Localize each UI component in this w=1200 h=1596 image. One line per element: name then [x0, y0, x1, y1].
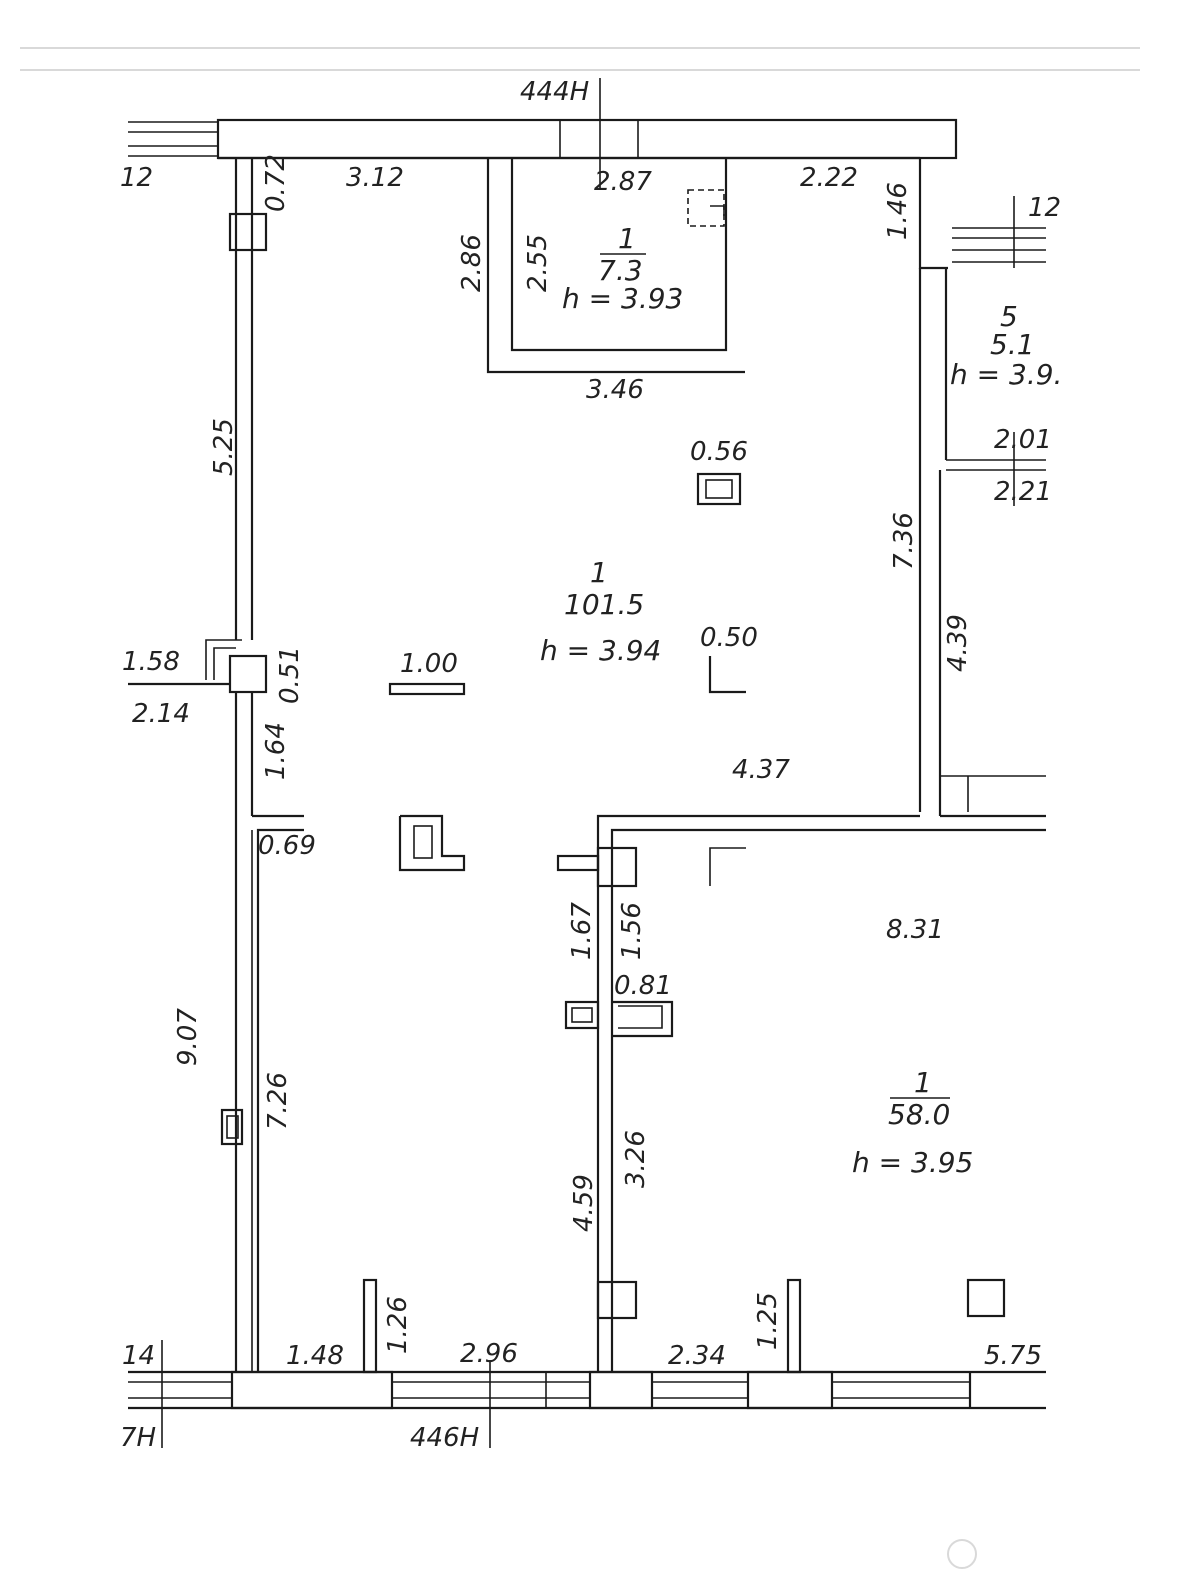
room-area: 101.5 [564, 588, 644, 621]
dim-right-corridor: 4.39 [943, 614, 973, 672]
room-number: 1 [590, 556, 608, 589]
bottom-exterior-wall [128, 1278, 1046, 1448]
dim-bottom-stub-2: 1.25 [753, 1292, 783, 1350]
dim-col-top: 0.56 [690, 437, 748, 467]
top-exterior-wall [128, 78, 958, 190]
dim-bottom-seg-1: 1.48 [286, 1341, 344, 1371]
dim-partition-len: 1.00 [400, 649, 458, 679]
dim-left-pier: 0.51 [275, 646, 305, 704]
dim-room-top-width: 2.87 [594, 167, 652, 197]
right-room-column [966, 1278, 1006, 1318]
dim-bottom-seg-4: 5.75 [984, 1341, 1042, 1371]
dim-room-bottom-width: 3.46 [586, 375, 644, 405]
dim-bottom-seg-3: 2.34 [668, 1341, 726, 1371]
axis-label-top: 444Н [520, 77, 589, 107]
dim-inner-wall-lower-b: 3.26 [621, 1130, 651, 1188]
dim-left-wall-long: 5.25 [209, 418, 239, 476]
fragment-left-top: 12 [120, 163, 153, 193]
room-number: 1 [618, 222, 636, 255]
room-label-small: 1 7.3 h = 3.93 [562, 222, 683, 315]
dim-bottom-stub-1: 1.26 [383, 1296, 413, 1354]
room-height: h = 3.94 [540, 634, 661, 667]
dim-right-wall-mid: 7.36 [889, 512, 919, 570]
dim-bottom-seg-2: 2.96 [460, 1339, 518, 1369]
dim-mid-wall: 4.37 [732, 755, 790, 785]
axis-label-left-bottom: 7Н [120, 1423, 156, 1453]
room-area: 5.1 [990, 328, 1035, 361]
room-number: 5 [1000, 300, 1018, 333]
room-label-main: 1 101.5 h = 3.94 [540, 556, 661, 667]
room-area: 7.3 [598, 254, 643, 287]
room-height: h = 3.95 [852, 1146, 973, 1179]
dim-inner-wall-a: 1.67 [567, 902, 597, 960]
dim-left-wall-lower-outer: 9.07 [173, 1008, 203, 1066]
dim-side-room-b: 2.21 [994, 477, 1052, 507]
room-label-side: 5 5.1 h = 3.9. [950, 300, 1062, 391]
left-exterior-wall [128, 158, 304, 1372]
right-interior-wall [918, 158, 1046, 816]
fragment-right-top: 12 [1028, 193, 1061, 223]
dimension-labels: 444Н 12 12 3.12 2.87 2.22 3.46 0.56 2.01… [120, 77, 1061, 1453]
dim-left-recess: 0.69 [258, 831, 316, 861]
dim-right-room-width: 8.31 [886, 915, 944, 945]
dim-left-wall-top: 0.72 [261, 154, 291, 212]
room-height: h = 3.93 [562, 282, 683, 315]
dim-left-wall-seg: 1.64 [261, 722, 291, 780]
dim-left-opening-a: 1.58 [122, 647, 180, 677]
dim-left-wall-lower-inner: 7.26 [263, 1072, 293, 1130]
small-room-walls [486, 158, 745, 374]
dim-inner-niche: 0.81 [614, 971, 672, 1001]
dim-left-opening-b: 2.14 [132, 699, 190, 729]
dim-side-room-a: 2.01 [994, 425, 1052, 455]
dim-room-outer-height: 2.86 [457, 234, 487, 292]
dim-inner-wall-b: 1.56 [617, 902, 647, 960]
room-number: 1 [914, 1066, 932, 1099]
dim-top-wall-left: 3.12 [346, 163, 404, 193]
room-height: h = 3.9. [950, 358, 1062, 391]
dim-top-wall-right: 2.22 [800, 163, 858, 193]
dim-inner-wall-lower-a: 4.59 [569, 1174, 599, 1232]
room-area: 58.0 [888, 1098, 950, 1131]
dim-col-mid: 0.50 [700, 623, 758, 653]
watermark-logo-icon [947, 1539, 977, 1569]
dim-room-inner-height: 2.55 [523, 234, 553, 292]
fragment-left-bottom: 14 [122, 1341, 155, 1371]
room-label-right: 1 58.0 h = 3.95 [852, 1066, 973, 1179]
axis-label-bottom: 446Н [410, 1423, 479, 1453]
dim-right-wall-top: 1.46 [883, 182, 913, 240]
middle-walls [556, 814, 1046, 1372]
main-room-fixtures [388, 472, 746, 872]
